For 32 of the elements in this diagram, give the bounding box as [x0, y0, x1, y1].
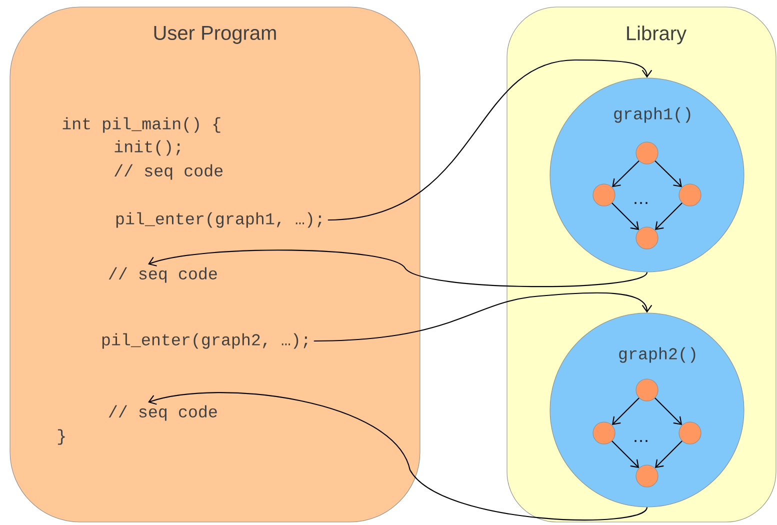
panel-title: User Program [154, 26, 276, 44]
ellipsis-label: … [634, 202, 648, 204]
arrow [612, 440, 640, 468]
code-line: // seq code [108, 405, 217, 421]
task-dot [592, 422, 616, 444]
arrow [328, 59, 652, 221]
code-line: int pil_main() { [62, 117, 220, 133]
code-line: // seq code [108, 267, 217, 283]
ellipsis-label: … [634, 440, 648, 442]
task-dot [636, 226, 658, 250]
arrow [148, 250, 648, 288]
arrow [612, 160, 640, 188]
code-line: pil_enter(graph2, …); [102, 333, 308, 349]
arrow [314, 292, 652, 342]
panel-title: Library [627, 26, 687, 44]
arrow [654, 160, 682, 188]
arrow [148, 392, 648, 520]
task-dot [636, 464, 658, 488]
task-dot [678, 422, 702, 444]
task-dot [678, 184, 702, 206]
code-line: } [58, 429, 65, 445]
arrow [654, 440, 682, 468]
arrow [612, 398, 640, 426]
arrow [654, 398, 682, 426]
code-line: pil_enter(graph1, …); [116, 212, 322, 228]
task-dot [636, 378, 658, 402]
code-line: // seq code [114, 164, 222, 180]
arrow [654, 202, 682, 230]
code-line: init(); [114, 140, 180, 156]
task-dot [636, 142, 658, 164]
arrow [612, 202, 640, 230]
task-dot [592, 184, 616, 206]
